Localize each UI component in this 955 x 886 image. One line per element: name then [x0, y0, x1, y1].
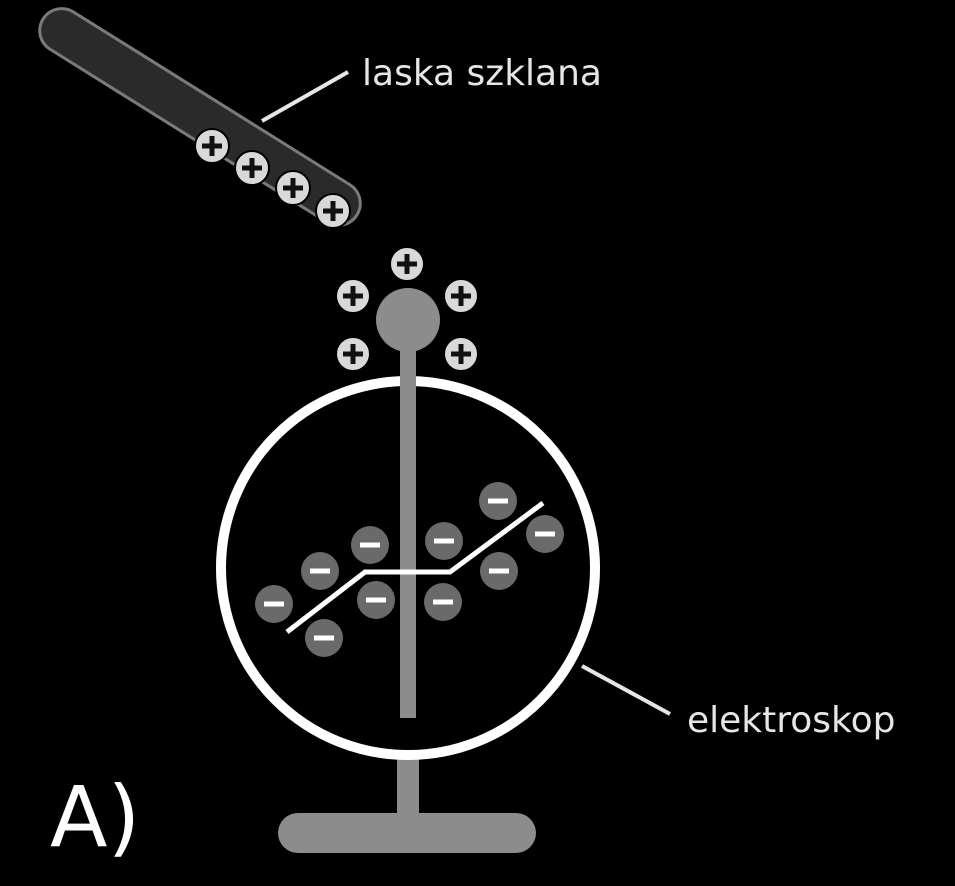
glass-rod: [38, 7, 362, 229]
positive-charge: [443, 336, 479, 372]
negative-charge: [357, 581, 395, 619]
electroscope-label-leader: [581, 664, 671, 716]
positive-charge: [315, 193, 351, 229]
negative-charge: [480, 552, 518, 590]
rod-label-leader: [261, 70, 349, 123]
rod-label: laska szklana: [362, 53, 602, 94]
negative-charge: [479, 482, 517, 520]
electroscope-leaves: [285, 500, 545, 634]
glass-rod-body: [38, 7, 362, 227]
electroscope-label: elektroskop: [687, 700, 896, 741]
positive-charge: [335, 278, 371, 314]
positive-charge: [234, 150, 270, 186]
electroscope-knob: [376, 288, 440, 352]
electroscope-post: [397, 750, 419, 820]
positive-charge: [443, 278, 479, 314]
positive-charge: [335, 336, 371, 372]
positive-charge: [389, 246, 425, 282]
panel-label: A): [50, 768, 140, 866]
negative-charge: [351, 526, 389, 564]
negative-charge: [255, 585, 293, 623]
negative-charge: [424, 583, 462, 621]
negative-charge: [425, 522, 463, 560]
positive-charge: [194, 128, 230, 164]
negative-charge: [305, 619, 343, 657]
electroscope-stem: [400, 340, 416, 718]
electroscope-base: [278, 813, 536, 853]
negative-charge: [526, 515, 564, 553]
positive-charge: [275, 170, 311, 206]
negative-charge: [301, 552, 339, 590]
